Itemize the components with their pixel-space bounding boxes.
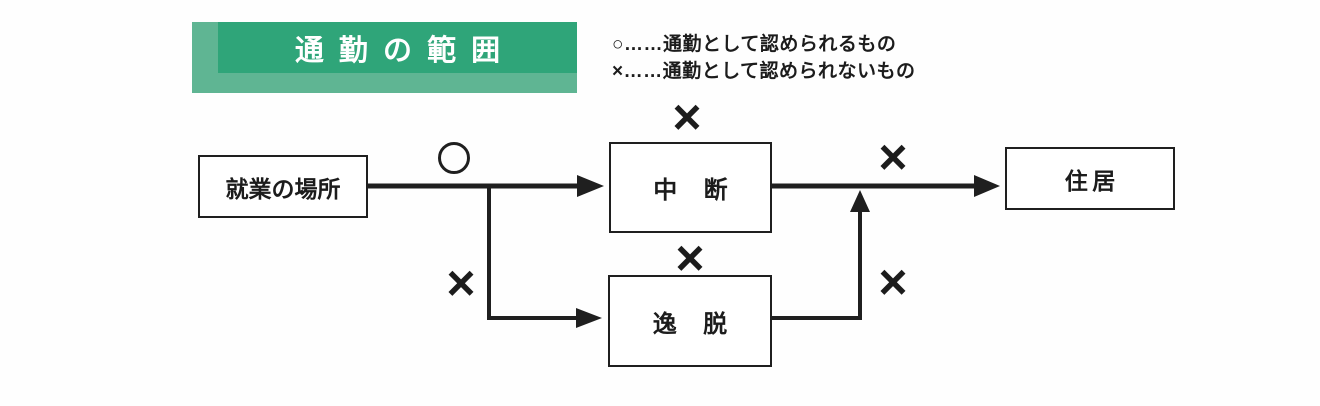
connector-branch-to-deviation bbox=[487, 186, 602, 328]
node-interruption-label: 中断 bbox=[653, 177, 755, 204]
cross-mark-interruption-top: × bbox=[672, 89, 702, 145]
legend-item-allowed: ○……通勤として認められるもの bbox=[612, 34, 897, 55]
connector-interruption-to-residence bbox=[772, 175, 1000, 197]
node-workplace: 就業の場所 bbox=[198, 155, 368, 218]
cross-mark-interruption-to-residence: × bbox=[878, 129, 908, 185]
page-title: 通勤の範囲 bbox=[294, 34, 516, 67]
legend: ○……通勤として認められるもの ×……通勤として認められないもの bbox=[612, 31, 916, 85]
connector-workplace-to-interruption bbox=[368, 175, 604, 197]
circle-mark-approved-route bbox=[438, 142, 470, 174]
connector-deviation-return bbox=[772, 190, 870, 320]
cross-mark-deviation-top: × bbox=[675, 230, 705, 286]
legend-item-not-allowed: ×……通勤として認められないもの bbox=[612, 61, 916, 82]
node-residence-label: 住居 bbox=[1064, 167, 1120, 194]
cross-mark-branch-down: × bbox=[446, 255, 476, 311]
node-residence: 住居 bbox=[1005, 147, 1175, 210]
cross-mark-deviation-return: × bbox=[878, 254, 908, 310]
node-deviation-label: 逸脱 bbox=[652, 310, 754, 338]
node-workplace-label: 就業の場所 bbox=[225, 175, 341, 202]
node-interruption: 中断 bbox=[609, 142, 772, 233]
title-banner: 通勤の範囲 bbox=[218, 22, 577, 73]
node-deviation: 逸脱 bbox=[608, 275, 772, 367]
